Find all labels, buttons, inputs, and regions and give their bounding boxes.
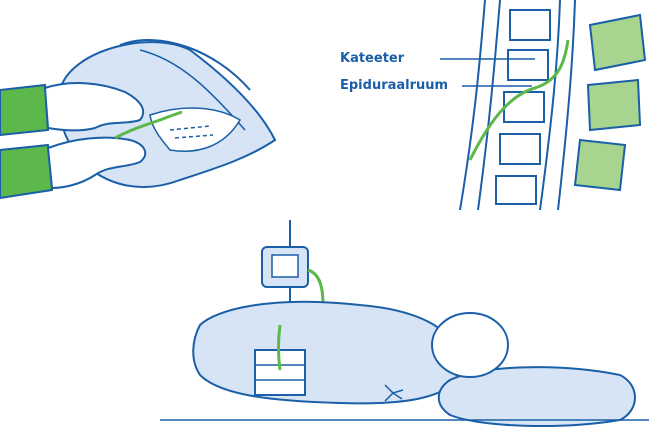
hands-illustration <box>0 20 300 220</box>
catheter-insertion-panel <box>0 20 300 220</box>
patient-illustration <box>160 215 649 430</box>
spine-panel <box>440 0 649 210</box>
patient-panel <box>160 215 649 430</box>
catheter-label: Kateeter <box>340 51 404 66</box>
glove-cuff-upper <box>0 85 48 135</box>
spine-illustration <box>440 0 649 210</box>
patient-gown <box>193 302 465 404</box>
epidural-space-label: Epiduraalruum <box>340 78 448 93</box>
patient-head <box>432 313 508 377</box>
glove-cuff-lower <box>0 145 52 198</box>
